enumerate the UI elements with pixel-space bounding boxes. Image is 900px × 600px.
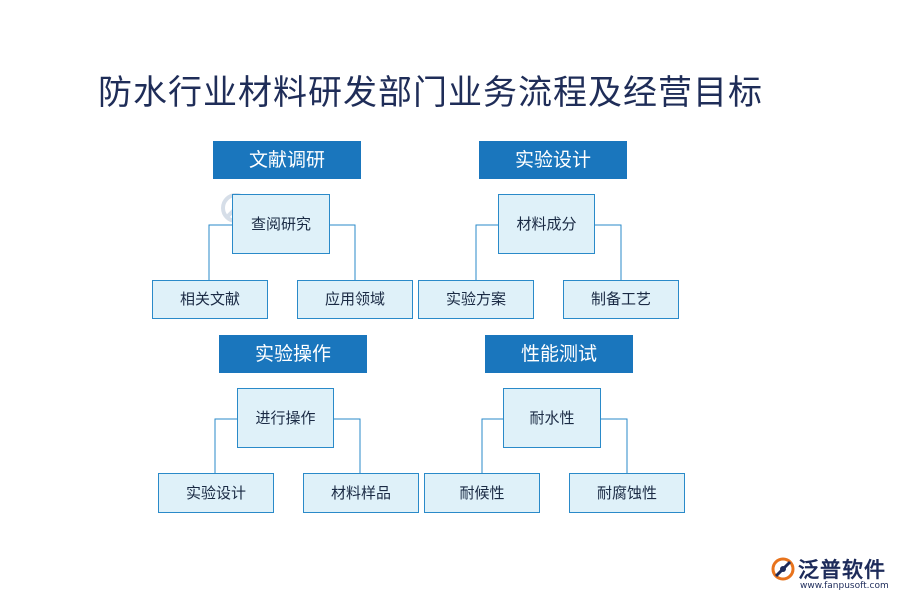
node-experiment-design: 实验设计 (158, 473, 274, 513)
connector-line-g1-right (330, 224, 356, 280)
node-corrosion-resistance: 耐腐蚀性 (569, 473, 685, 513)
brand-url: www.fanpusoft.com (800, 581, 889, 591)
node-water-resistance: 耐水性 (503, 388, 601, 448)
group-header-experiment-design: 实验设计 (479, 141, 627, 179)
node-weather-resistance: 耐候性 (424, 473, 540, 513)
connector-line-g4-right (601, 418, 628, 473)
group-header-literature-research: 文献调研 (213, 141, 361, 179)
brand-name: 泛普软件 (798, 558, 886, 582)
connector-line-g4-left (481, 418, 503, 473)
connector-line-g2-left (475, 224, 498, 280)
node-preparation-process: 制备工艺 (563, 280, 679, 319)
node-experiment-plan: 实验方案 (418, 280, 534, 319)
node-related-literature: 相关文献 (152, 280, 268, 319)
group-header-experiment-operation: 实验操作 (219, 335, 367, 373)
connector-line-g3-left (214, 418, 237, 473)
page-title: 防水行业材料研发部门业务流程及经营目标 (98, 73, 763, 113)
node-perform-operation: 进行操作 (237, 388, 334, 448)
node-application-fields: 应用领域 (297, 280, 413, 319)
connector-line-g2-right (595, 224, 622, 280)
node-consult-research: 查阅研究 (232, 194, 330, 254)
group-header-performance-test: 性能测试 (485, 335, 633, 373)
brand-logo: 泛普软件 www.fanpusoft.com (770, 554, 895, 594)
node-material-composition: 材料成分 (498, 194, 595, 254)
fanpu-logo-icon (771, 557, 795, 581)
node-material-samples: 材料样品 (303, 473, 419, 513)
connector-line-g3-right (334, 418, 361, 473)
